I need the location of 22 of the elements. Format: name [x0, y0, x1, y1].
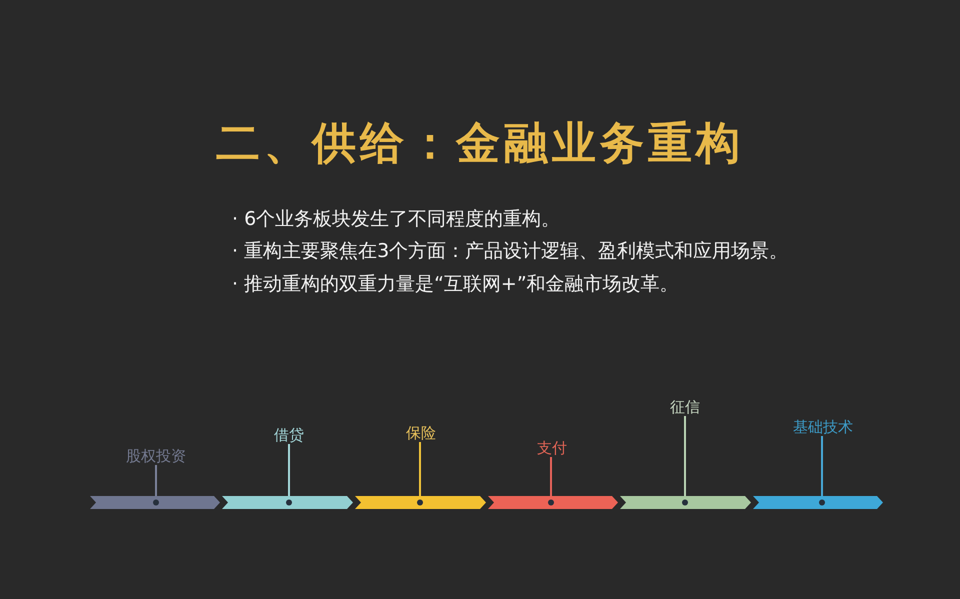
leader-line [819, 436, 825, 506]
chevron-segment [620, 496, 751, 509]
timeline-label: 基础技术 [793, 418, 853, 436]
leader-line [682, 416, 688, 506]
timeline-label: 股权投资 [126, 447, 186, 465]
chevron-segment [90, 496, 220, 509]
timeline-label: 支付 [537, 439, 567, 457]
bullet-text: · 推动重构的双重力量是“互联网+”和金融市场改革。 [232, 272, 679, 296]
slide-title: 二、供给：金融业务重构 [216, 118, 744, 170]
timeline-label: 征信 [670, 398, 700, 416]
timeline-label: 借贷 [274, 426, 304, 444]
chevron-segment [753, 496, 883, 509]
timeline-label: 保险 [406, 424, 436, 442]
leader-line [417, 442, 423, 506]
chevron-segment [488, 496, 618, 509]
bullet-text: · 6个业务板块发生了不同程度的重构。 [232, 207, 560, 231]
chevron-segment [222, 496, 353, 509]
leader-line [153, 465, 159, 506]
leader-line [548, 457, 554, 506]
chevron-segment [355, 496, 486, 509]
bullet-text: · 重构主要聚焦在3个方面：产品设计逻辑、盈利模式和应用场景。 [232, 239, 788, 263]
leader-line [286, 444, 292, 506]
